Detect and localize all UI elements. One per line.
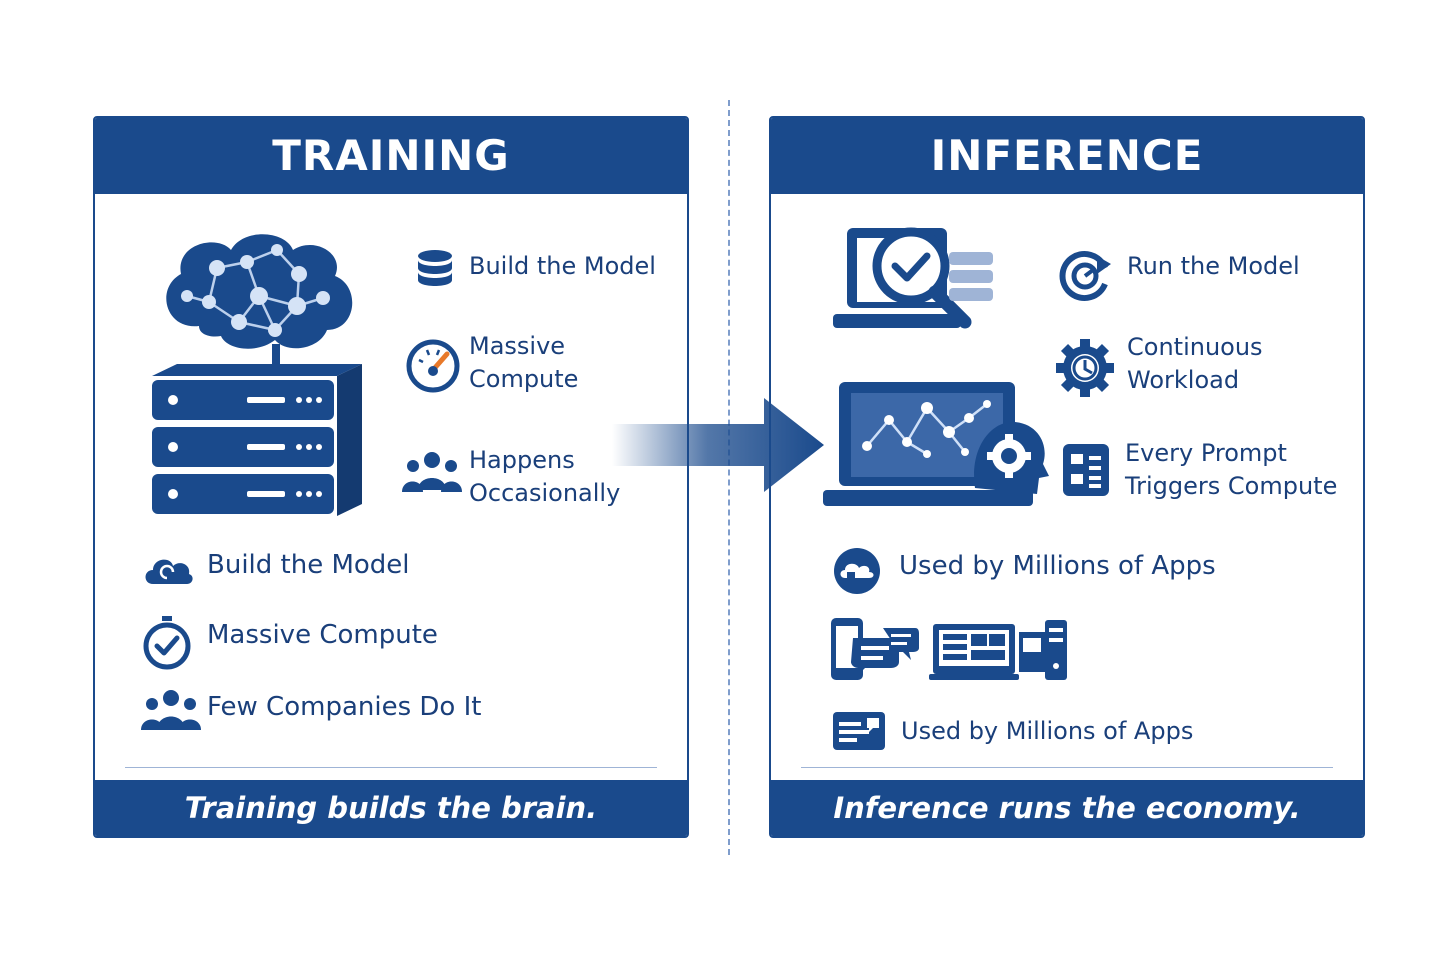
training-feature-2: Massive Compute [469,332,579,393]
gear-clock-icon [1056,339,1114,397]
inference-feature-3: Every Prompt Triggers Compute [1125,439,1338,500]
stopwatch-icon [143,616,191,670]
center-divider [728,100,730,855]
inference-title: INFERENCE [771,118,1363,194]
training-separator [125,767,657,768]
cycle-icon [1059,251,1111,301]
devices-icon [831,618,1067,680]
inference-panel: INFERENCE [769,116,1365,838]
chat-cloud-icon [834,548,880,594]
cloud-icon [145,559,193,584]
training-item-3: Few Companies Do It [207,692,482,722]
inference-item-2: Used by Millions of Apps [901,717,1194,745]
database-icon [418,250,452,286]
team-icon [141,690,201,730]
app-card-icon [833,712,885,750]
brain-server-illustration [152,234,362,516]
laptop-search-icon [833,227,993,329]
inference-footer: Inference runs the economy. [771,780,1363,836]
gauge-icon [406,339,460,393]
inference-item-1: Used by Millions of Apps [899,551,1216,581]
training-to-inference-arrow [612,398,824,492]
document-icon [1063,444,1109,496]
training-item-1: Build the Model [207,550,410,580]
training-feature-3: Happens Occasionally [469,446,621,507]
inference-separator [801,767,1333,768]
laptop-ai-illustration [823,382,1049,506]
training-panel: TRAINING [93,116,689,838]
training-footer: Training builds the brain. [95,780,687,836]
training-feature-1: Build the Model [469,252,656,280]
training-title: TRAINING [95,118,687,194]
training-item-2: Massive Compute [207,620,438,650]
inference-feature-2: Continuous Workload [1127,333,1263,394]
people-icon [402,452,462,492]
inference-feature-1: Run the Model [1127,252,1300,280]
